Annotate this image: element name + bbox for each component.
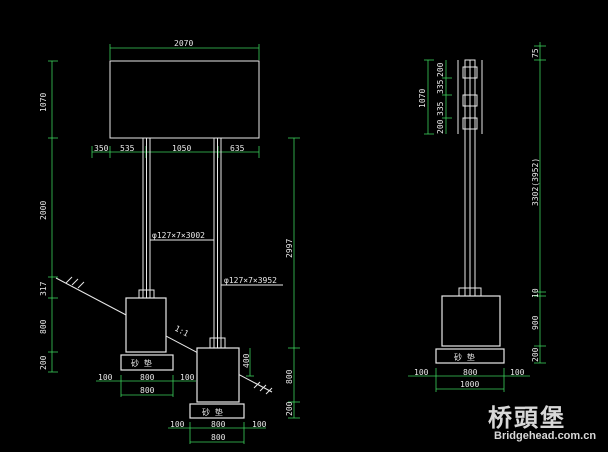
dim-segment-3: 1050 (172, 144, 191, 153)
bracket-3 (462, 117, 478, 130)
side-footing (441, 295, 501, 347)
dim-offset: 317 (39, 281, 48, 296)
dim-total-height: 2997 (285, 239, 294, 258)
dim-sign-height: 1070 (39, 93, 48, 112)
dim-side-mid1: 335 (436, 79, 445, 94)
side-sand-label: 砂 垫 (454, 352, 475, 362)
bracket-2 (462, 94, 478, 107)
left-sand-label: 砂 垫 (131, 358, 152, 368)
side-sand-cushion (435, 348, 505, 364)
dim-side-lower: 200 (436, 119, 445, 134)
dim-side-sign-height: 1070 (418, 89, 427, 108)
dim-sign-width: 2070 (174, 39, 193, 48)
dim-footing-height-2: 800 (285, 369, 294, 384)
label-post-spec-left: φ127×7×3002 (152, 231, 205, 240)
label-slope: 1:1 (173, 324, 190, 339)
dim-side-upper: 200 (436, 62, 445, 77)
dim-side-post-height: 3302(3952) (531, 158, 540, 206)
watermark-url: Bridgehead.com.cn (494, 430, 597, 442)
right-sand-label: 砂 垫 (202, 407, 223, 417)
dim-right-base-total: 800 (211, 433, 226, 442)
dim-post-height: 2000 (39, 201, 48, 220)
dim-side-footing-height: 900 (531, 315, 540, 330)
dim-side-gap: 10 (531, 288, 540, 298)
right-footing (196, 347, 240, 403)
bracket-1 (462, 66, 478, 79)
front-view: 2070 1070 2000 317 800 200 350 535 1050 … (39, 39, 300, 444)
dim-right-base-right: 100 (252, 420, 267, 429)
dim-sand-height-2: 200 (285, 401, 294, 416)
dim-side-top: 75 (531, 48, 540, 58)
watermark-logo: 桥頭堡 (488, 403, 566, 432)
dim-footing-depth: 400 (242, 353, 251, 368)
right-sand-cushion (189, 403, 245, 419)
dim-side-base-mid: 800 (463, 368, 478, 377)
dim-side-mid2: 335 (436, 101, 445, 116)
label-post-spec-right: φ127×7×3952 (224, 276, 277, 285)
dim-left-base-mid: 800 (140, 373, 155, 382)
sign-board (109, 60, 260, 139)
dim-sand-height: 200 (39, 355, 48, 370)
left-footing (125, 297, 167, 353)
dim-footing-height: 800 (39, 319, 48, 334)
dim-left-base-total: 800 (140, 386, 155, 395)
dim-segment-2: 535 (120, 144, 135, 153)
dim-segment-4: 635 (230, 144, 245, 153)
dim-left-base-left: 100 (98, 373, 113, 382)
dim-side-base-total: 1000 (460, 380, 479, 389)
left-sand-cushion (120, 354, 174, 371)
dim-right-base-left: 100 (170, 420, 185, 429)
dim-segment-1: 350 (94, 144, 109, 153)
dim-left-base-right: 100 (180, 373, 195, 382)
dim-right-base-mid: 800 (211, 420, 226, 429)
dim-side-base-right: 100 (510, 368, 525, 377)
dim-side-base-left: 100 (414, 368, 429, 377)
side-view: 砂 垫 1070 200 335 335 200 75 3302(3952) 1… (408, 42, 546, 392)
dim-side-sand-height: 200 (531, 347, 540, 362)
